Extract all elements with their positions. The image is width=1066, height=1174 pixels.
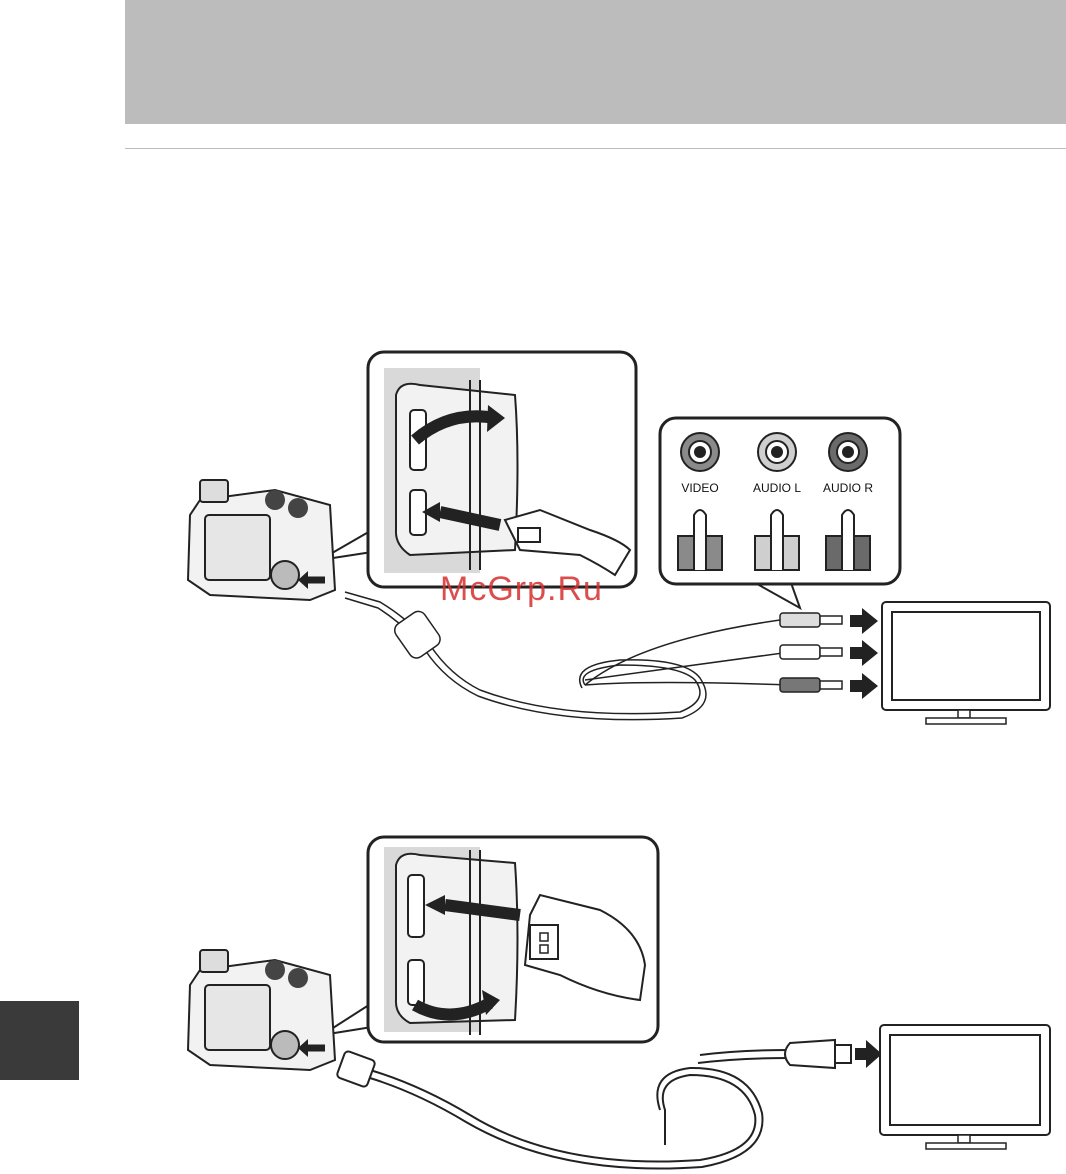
port-inset-hdmi xyxy=(368,837,658,1042)
camera-icon xyxy=(188,480,335,600)
hdmi-connection-figure xyxy=(0,825,1066,1174)
header-rule xyxy=(125,148,1066,149)
jack-label: AUDIO R xyxy=(823,481,873,495)
jack-label: AUDIO L xyxy=(753,481,801,495)
watermark-text: McGrp.Ru xyxy=(440,570,603,609)
arrow-icon xyxy=(855,1040,882,1068)
camera-icon xyxy=(188,950,335,1070)
hdmi-plug-icon xyxy=(785,1040,851,1068)
av-connection-figure: VIDEO AUDIO L AUDIO R xyxy=(0,340,1066,740)
header-band xyxy=(125,0,1066,124)
hdmi-cable xyxy=(336,1050,790,1169)
arrow-icon xyxy=(850,608,878,699)
rca-plug-icon xyxy=(780,613,842,692)
jack-label: VIDEO xyxy=(681,481,718,495)
av-cable xyxy=(345,592,790,720)
tv-icon xyxy=(882,602,1050,724)
tv-icon xyxy=(880,1025,1050,1149)
port-inset-av xyxy=(368,352,636,587)
